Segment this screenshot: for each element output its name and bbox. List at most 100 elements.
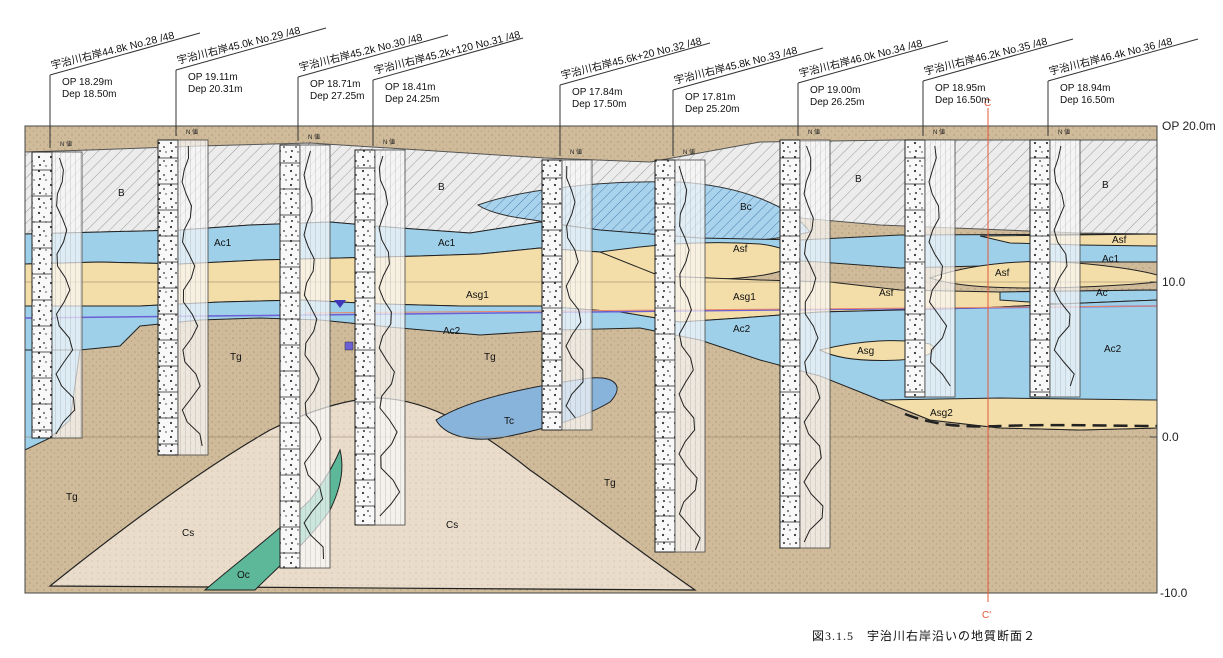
borehole-n-label: N 値: [60, 140, 72, 148]
layer-label-ac: Ac: [1096, 288, 1108, 299]
borehole-title: 宇治川右岸46.0k No.34 /48: [798, 37, 924, 80]
borehole-n-profile: [928, 145, 951, 387]
layer-label-b-4: B: [1102, 180, 1109, 191]
borehole-log-column: [654, 159, 676, 553]
layer-label-b-1: B: [118, 188, 125, 199]
borehole-n-label: N 値: [570, 148, 582, 156]
borehole-n-grid: [178, 140, 208, 455]
borehole-n-profile: [303, 150, 324, 560]
layer-label-b-2: B: [438, 182, 445, 193]
asg2-boundary-dashed: [904, 412, 1158, 428]
borehole-n-grid: [375, 150, 405, 525]
borehole-n-label: N 値: [933, 128, 945, 136]
layer-label-ac2-1: Ac2: [443, 326, 461, 337]
borehole-title-rule: [559, 42, 711, 86]
layer-label-asf-1: Asf: [733, 244, 748, 255]
borehole-log-column: [31, 151, 53, 439]
section-intersect-line: [304, 305, 1158, 314]
borehole-title-rule: [372, 37, 524, 81]
borehole-dep: Dep 25.20m: [685, 104, 739, 115]
layer-label-asf-2: Asf: [1112, 235, 1127, 246]
borehole-dep: Dep 20.31m: [188, 84, 242, 95]
layer-label-tg-3: Tg: [66, 492, 78, 503]
elev-label-m10: -10.0: [1160, 586, 1188, 600]
borehole-op: OP 19.11m: [188, 72, 238, 83]
borehole-log-column: [1029, 139, 1051, 398]
borehole-n-label: N 値: [308, 133, 320, 141]
layer-label-tg-4: Tg: [604, 478, 616, 489]
borehole-dep: Dep 27.25m: [310, 91, 364, 102]
layer-asg2: [879, 397, 1158, 431]
borehole-n-grid: [675, 160, 705, 552]
borehole-dep: Dep 26.25m: [810, 97, 864, 108]
figure-caption: 図3.1.5 宇治川右岸沿いの地質断面２: [812, 629, 1037, 643]
borehole-log-column: [157, 139, 179, 456]
borehole-op: OP 18.71m: [310, 79, 360, 90]
layer-label-tg-1: Tg: [230, 352, 242, 363]
layer-label-cs-1: Cs: [182, 528, 194, 539]
layer-label-asf-3: Asf: [995, 268, 1010, 279]
borehole-dep: Dep 16.50m: [1060, 95, 1114, 106]
borehole-title-rule: [49, 32, 201, 76]
borehole-title: 宇治川右岸45.8k No.33 /48: [673, 44, 799, 87]
borehole-n-profile: [55, 157, 76, 435]
layer-label-asg2: Asg2: [930, 408, 953, 419]
borehole-log-column: [354, 149, 376, 526]
layer-label-asf-4: Asf: [879, 288, 894, 299]
borehole-n-profile: [181, 145, 203, 447]
layer-label-ac1-3: Ac1: [1102, 254, 1120, 265]
borehole-op: OP 18.95m: [935, 83, 985, 94]
borehole-op: OP 19.00m: [810, 85, 860, 96]
borehole-log-column: [904, 139, 926, 398]
borehole-n-label: N 値: [683, 148, 695, 156]
borehole-n-grid: [925, 140, 955, 397]
borehole-title-rule: [797, 40, 949, 84]
borehole-log-column: [779, 139, 801, 549]
layer-label-asg1-1: Asg1: [466, 290, 489, 301]
borehole-title: 宇治川右岸44.8k No.28 /48: [50, 29, 176, 72]
borehole-n-label: N 値: [383, 138, 395, 146]
borehole-dep: Dep 17.50m: [572, 99, 626, 110]
borehole-op: OP 18.41m: [385, 82, 435, 93]
borehole-dep: Dep 24.25m: [385, 94, 439, 105]
borehole-n-profile: [378, 155, 401, 517]
layer-label-tg-2: Tg: [484, 352, 496, 363]
borehole-dep: Dep 18.50m: [62, 89, 116, 100]
elevation-ticks: [1150, 125, 1157, 594]
borehole-n-label: N 値: [808, 128, 820, 136]
borehole-title: 宇治川右岸46.2k No.35 /48: [923, 35, 1049, 78]
borehole-n-label: N 値: [1058, 128, 1070, 136]
borehole-n-profile: [678, 165, 701, 551]
borehole-title: 宇治川右岸45.0k No.29 /48: [176, 24, 302, 67]
elev-label-10: 10.0: [1162, 275, 1186, 289]
borehole-title-rule: [672, 47, 824, 91]
borehole-n-profile: [803, 145, 824, 543]
elev-label-op20: OP 20.0m: [1162, 119, 1216, 133]
borehole-n-grid: [562, 160, 592, 430]
borehole-op: OP 18.29m: [62, 77, 112, 88]
borehole-n-profile: [565, 165, 584, 419]
layer-label-b-3: B: [855, 174, 862, 185]
borehole-title-rule: [175, 27, 327, 71]
groundwater-marker-box: [344, 341, 354, 351]
layer-label-ac2-2: Ac2: [733, 324, 751, 335]
layer-label-ac1-2: Ac1: [438, 238, 456, 249]
borehole-op: OP 17.81m: [685, 92, 735, 103]
layer-label-oc: Oc: [237, 570, 250, 581]
layer-label-asg: Asg: [857, 346, 874, 357]
layer-label-cs-2: Cs: [446, 520, 458, 531]
borehole-title-rule: [297, 34, 449, 78]
section-mark-c-prime: C': [982, 610, 991, 621]
elev-label-0: 0.0: [1162, 430, 1179, 444]
borehole-log-column: [279, 144, 301, 569]
section-mark-c: C: [984, 98, 991, 109]
groundwater-marker-icon: [334, 300, 346, 308]
layer-label-ac1-1: Ac1: [214, 238, 232, 249]
borehole-log-column: [541, 159, 563, 431]
borehole-n-label: N 値: [186, 128, 198, 136]
borehole-op: OP 17.84m: [572, 87, 622, 98]
